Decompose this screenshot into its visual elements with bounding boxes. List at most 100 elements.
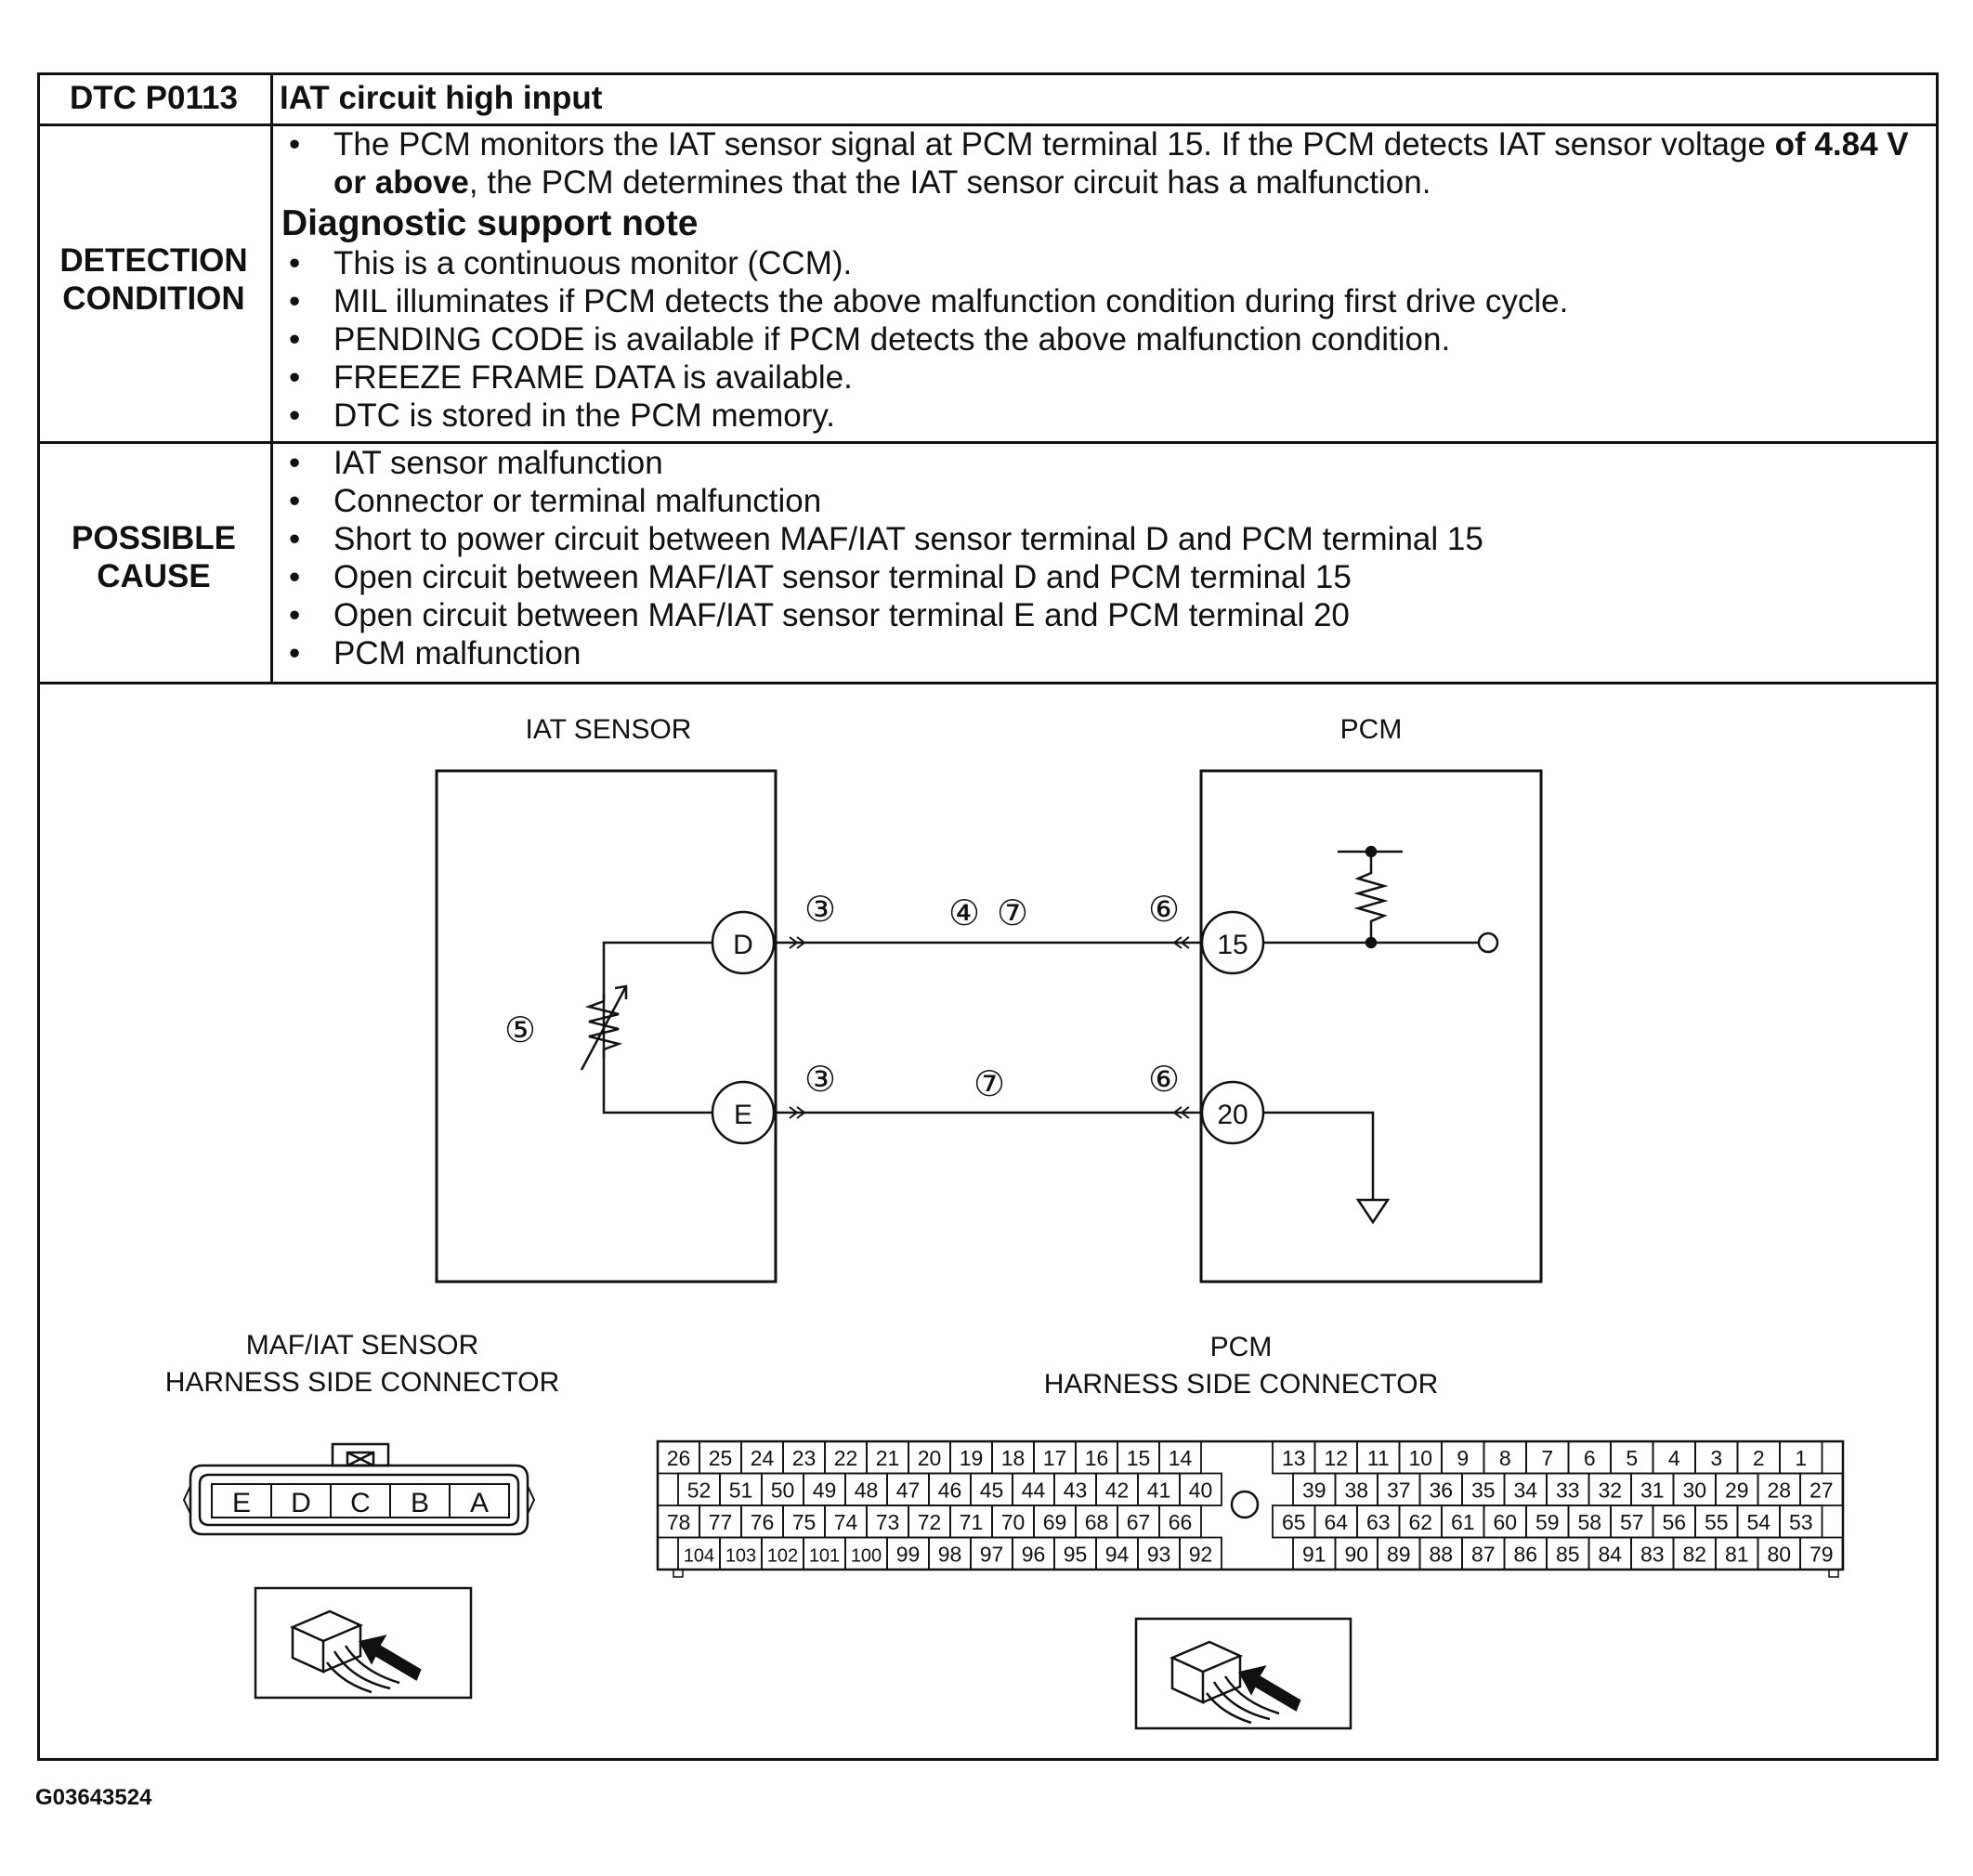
maf-pin: B: [389, 1483, 451, 1518]
pcm-pin: 2: [1736, 1440, 1781, 1475]
pcm-pin-label: 4: [1668, 1446, 1680, 1470]
pcm-pin-label: 101: [809, 1546, 840, 1567]
maf-pin: D: [270, 1483, 332, 1518]
pcm-pin-label: 55: [1705, 1510, 1729, 1534]
pcm-pin: 53: [1779, 1505, 1823, 1539]
pcm-title: PCM: [1340, 714, 1403, 745]
pcm-pin-label: 19: [960, 1446, 984, 1470]
pcm-pin-label: 88: [1429, 1543, 1453, 1567]
pcm-pin: 87: [1461, 1536, 1506, 1570]
pcm-pin-label: 24: [751, 1446, 775, 1470]
pcm-pin-label: 47: [896, 1479, 921, 1503]
pcm-pin: 46: [928, 1472, 972, 1506]
pcm-pin: 76: [740, 1505, 784, 1539]
callout-5: ⑤: [504, 1011, 536, 1050]
pcm-pin-label: 65: [1282, 1510, 1306, 1534]
support-note-item: PENDING CODE is available if PCM detects…: [281, 320, 1925, 358]
pcm-pin: 62: [1398, 1505, 1443, 1539]
pcm-pin: 100: [844, 1536, 888, 1570]
pcm-pin: 18: [991, 1440, 1035, 1475]
pcm-pin-label: 13: [1282, 1446, 1306, 1470]
pcm-pin-label: 99: [896, 1543, 921, 1567]
pcm-pin-label: 92: [1189, 1543, 1213, 1567]
pcm-pin-label: 21: [876, 1446, 900, 1470]
pcm-pin: 12: [1313, 1440, 1358, 1475]
pcm-pin: 92: [1179, 1536, 1222, 1570]
pcm-pin: 19: [949, 1440, 993, 1475]
label-line: POSSIBLE: [72, 520, 236, 556]
pcm-pin-label: 14: [1169, 1446, 1193, 1470]
pcm-pin: 59: [1525, 1505, 1570, 1539]
label-line: CAUSE: [97, 558, 211, 594]
pcm-pin: 89: [1377, 1536, 1421, 1570]
support-heading: Diagnostic support note: [281, 203, 699, 243]
pcm-pin: 79: [1799, 1536, 1844, 1570]
pcm-pin: 55: [1694, 1505, 1739, 1539]
pcm-pin-label: 79: [1810, 1543, 1834, 1567]
pcm-pin: 34: [1503, 1472, 1548, 1506]
pcm-pin-label: 82: [1682, 1543, 1706, 1567]
pcm-pin-label: 54: [1746, 1510, 1770, 1534]
pcm-pin-label: 2: [1753, 1446, 1765, 1470]
terminal-20-label: 20: [1217, 1100, 1248, 1130]
callout-3: ③: [804, 1061, 836, 1100]
pcm-pin: 35: [1461, 1472, 1506, 1506]
pcm-pin-label: 17: [1043, 1446, 1067, 1470]
pcm-pin-label: 45: [980, 1479, 1004, 1503]
pcm-pin: 37: [1377, 1472, 1421, 1506]
pcm-pin-label: 38: [1344, 1479, 1368, 1503]
dtc-code: DTC P0113: [70, 80, 238, 116]
pcm-pin-label: 100: [851, 1546, 882, 1567]
pcm-pin-label: 12: [1324, 1446, 1348, 1470]
figure-id: G03643524: [35, 1785, 152, 1810]
pcm-pin-label: 56: [1662, 1510, 1686, 1534]
dtc-title: IAT circuit high input: [280, 80, 603, 116]
pcm-pin-label: 76: [751, 1510, 775, 1534]
maf-pin-label: C: [350, 1488, 371, 1518]
terminal-15: 15: [1200, 910, 1265, 975]
pcm-pin-label: 74: [834, 1510, 858, 1534]
pcm-pin-label: 66: [1169, 1510, 1193, 1534]
pcm-pin-label: 69: [1043, 1510, 1067, 1534]
pcm-pin: 52: [677, 1472, 721, 1506]
pcm-pin-label: 16: [1085, 1446, 1109, 1470]
possible-cause-item: Connector or terminal malfunction: [281, 482, 1925, 520]
pcm-pin: 93: [1137, 1536, 1181, 1570]
callout-6: ⑥: [1148, 891, 1180, 930]
pcm-pin-label: 95: [1064, 1543, 1088, 1567]
callout-3: ③: [804, 891, 836, 930]
pcm-pin: 95: [1053, 1536, 1097, 1570]
pcm-pin-label: 89: [1387, 1543, 1411, 1567]
pcm-pin: 45: [970, 1472, 1013, 1506]
pcm-pin: 50: [761, 1472, 804, 1506]
pcm-pin-label: 98: [938, 1543, 962, 1567]
possible-cause-item: Open circuit between MAF/IAT sensor term…: [281, 596, 1925, 634]
pcm-pin-label: 32: [1598, 1479, 1622, 1503]
pcm-pin-label: 49: [813, 1479, 837, 1503]
pcm-pin: 82: [1672, 1536, 1717, 1570]
harness-connector-icon: [1169, 1640, 1301, 1725]
pcm-pin-label: 20: [918, 1446, 942, 1470]
pcm-pin-label: 23: [792, 1446, 817, 1470]
pcm-pin: 75: [782, 1505, 826, 1539]
pcm-pin-label: 94: [1105, 1543, 1130, 1567]
pcm-pin-label: 42: [1105, 1479, 1130, 1503]
detection-condition-label: DETECTION CONDITION: [40, 241, 268, 318]
harness-connector-icon: [289, 1609, 422, 1694]
pcm-pin-label: 68: [1085, 1510, 1109, 1534]
pcm-pin: 71: [949, 1505, 993, 1539]
maf-connector-subtitle: HARNESS SIDE CONNECTOR: [165, 1367, 560, 1398]
maf-pin-label: E: [232, 1488, 251, 1518]
pcm-pin-label: 3: [1710, 1446, 1722, 1470]
pcm-pin-label: 35: [1471, 1479, 1496, 1503]
pcm-input-node: [1477, 931, 1499, 954]
pcm-pin: 54: [1736, 1505, 1781, 1539]
pcm-pin-label: 41: [1147, 1479, 1171, 1503]
pcm-pin: 72: [908, 1505, 951, 1539]
pcm-pin-label: 46: [938, 1479, 962, 1503]
pcm-pin-label: 60: [1493, 1510, 1517, 1534]
pcm-pin: 20: [908, 1440, 951, 1475]
pcm-pin: 47: [886, 1472, 930, 1506]
pcm-pin: 10: [1398, 1440, 1443, 1475]
pcm-pin: 101: [803, 1536, 846, 1570]
